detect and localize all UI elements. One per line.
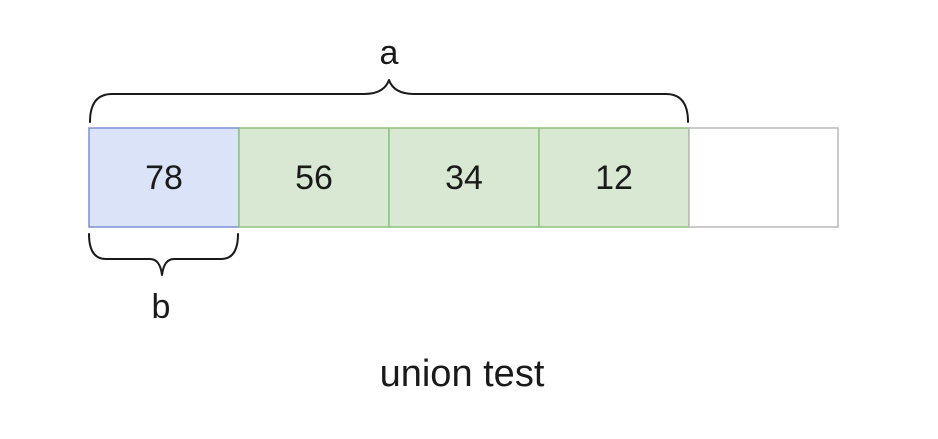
brace-a: a — [89, 34, 689, 123]
memory-cell-box — [688, 127, 839, 228]
brace-b: b — [88, 233, 239, 326]
memory-cell-value: 34 — [445, 159, 483, 197]
memory-cell: 56 — [238, 127, 390, 228]
memory-cell-box — [238, 127, 390, 228]
memory-cell-value: 78 — [145, 159, 183, 197]
memory-cell: 34 — [388, 127, 540, 228]
memory-cell-empty — [688, 127, 839, 228]
memory-cell-value: 56 — [295, 159, 333, 197]
brace-a-label: a — [380, 34, 399, 72]
memory-cell-box — [88, 127, 240, 228]
memory-cell-value: 12 — [595, 159, 633, 197]
brace-a-curve — [89, 79, 689, 123]
memory-cell: 78 — [88, 127, 240, 228]
diagram-caption: union test — [380, 353, 545, 395]
brace-b-curve — [88, 233, 239, 276]
memory-row: 78 56 34 12 — [88, 127, 839, 228]
brace-b-label: b — [152, 288, 171, 326]
memory-cell-box — [538, 127, 690, 228]
memory-cell: 12 — [538, 127, 690, 228]
memory-cell-box — [388, 127, 540, 228]
